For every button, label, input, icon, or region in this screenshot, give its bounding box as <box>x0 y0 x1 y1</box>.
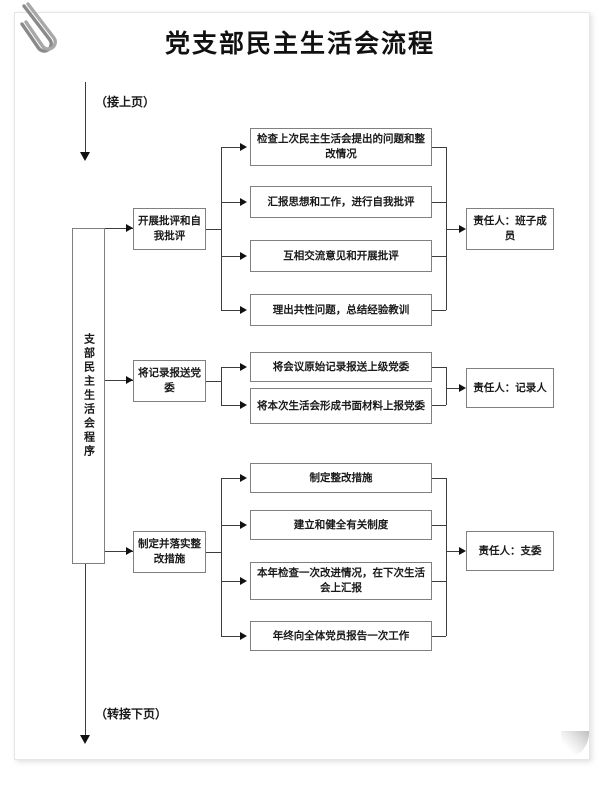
branch-spine-1 <box>221 147 222 310</box>
branch-arm-1-4 <box>221 310 243 311</box>
merge-arm-2-2 <box>432 405 446 406</box>
branch-arrowhead-2-1 <box>240 363 247 371</box>
owner-box-2[interactable]: 责任人：记录人 <box>466 368 554 408</box>
stage-box-2[interactable]: 将记录报送党委 <box>133 360 206 402</box>
top-connector-label: （接上页） <box>95 95 156 109</box>
merge-arm-1-2 <box>432 202 446 203</box>
merge-arrowhead-1 <box>459 225 466 233</box>
stage-box-3[interactable]: 制定并落实整改措施 <box>133 531 206 573</box>
branch-arm-3-4 <box>221 636 243 637</box>
spine-arrow-group-2 <box>126 376 133 384</box>
detail-box-3-4[interactable]: 年终向全体党员报告一次工作 <box>250 621 432 651</box>
branch-arm-2-2 <box>221 405 243 406</box>
branch-spine-2 <box>221 367 222 405</box>
bottom-connector-label: （转接下页） <box>95 707 168 721</box>
merge-stem-2 <box>446 388 464 389</box>
spine-stem-group-3 <box>105 551 133 552</box>
branch-arrowhead-3-1 <box>240 474 247 482</box>
detail-box-2-2[interactable]: 将本次生活会形成书面材料上报党委 <box>250 388 432 424</box>
branch-arrowhead-1-2 <box>240 198 247 206</box>
spine-arrow-group-1 <box>126 224 133 232</box>
bottom-connector-line <box>85 564 86 738</box>
detail-box-2-1[interactable]: 将会议原始记录报送上级党委 <box>250 352 432 382</box>
spine-label: 支部民主生活会程序 <box>82 333 95 459</box>
detail-box-3-2[interactable]: 建立和健全有关制度 <box>250 510 432 540</box>
merge-stem-3 <box>446 551 464 552</box>
branch-arrowhead-3-2 <box>240 521 247 529</box>
merge-arm-3-4 <box>432 636 446 637</box>
bottom-connector-arrowhead <box>80 735 90 744</box>
merge-spine-2 <box>446 367 447 405</box>
spine-stem-group-1 <box>105 228 133 229</box>
detail-box-3-1[interactable]: 制定整改措施 <box>250 463 432 493</box>
branch-stem-1 <box>206 229 221 230</box>
page-title: 党支部民主生活会流程 <box>164 31 435 58</box>
branch-arm-3-2 <box>221 525 243 526</box>
merge-arrowhead-2 <box>459 384 466 392</box>
merge-spine-3 <box>446 478 447 636</box>
spine-box: 支部民主生活会程序 <box>72 228 105 564</box>
detail-box-1-4[interactable]: 理出共性问题，总结经验教训 <box>250 294 432 326</box>
paperclip-icon <box>20 2 57 53</box>
branch-arrowhead-3-3 <box>240 577 247 585</box>
spine-arrow-group-3 <box>126 547 133 555</box>
owner-box-3[interactable]: 责任人：支委 <box>466 531 554 571</box>
merge-arm-1-1 <box>432 147 446 148</box>
merge-arm-3-2 <box>432 525 446 526</box>
branch-arrowhead-2-2 <box>240 401 247 409</box>
detail-box-1-1[interactable]: 检查上次民主生活会提出的问题和整改情况 <box>250 128 432 166</box>
merge-arrowhead-3 <box>459 547 466 555</box>
stage-box-1[interactable]: 开展批评和自我批评 <box>133 208 206 250</box>
branch-arrowhead-3-4 <box>240 632 247 640</box>
merge-arm-1-4 <box>432 310 446 311</box>
branch-stem-2 <box>206 381 221 382</box>
branch-arrowhead-1-4 <box>240 306 247 314</box>
detail-box-1-2[interactable]: 汇报思想和工作，进行自我批评 <box>250 186 432 218</box>
top-connector-arrowhead <box>80 152 90 161</box>
detail-box-1-3[interactable]: 互相交流意见和开展批评 <box>250 240 432 272</box>
merge-stem-1 <box>446 229 464 230</box>
top-connector-line <box>85 82 86 154</box>
branch-stem-3 <box>206 552 221 553</box>
branch-arm-1-1 <box>221 147 243 148</box>
branch-arm-3-1 <box>221 478 243 479</box>
merge-arm-1-3 <box>432 256 446 257</box>
branch-arm-3-3 <box>221 581 243 582</box>
branch-arrowhead-1-3 <box>240 252 247 260</box>
page-curl-corner-icon <box>561 731 589 759</box>
branch-arm-2-1 <box>221 367 243 368</box>
branch-spine-3 <box>221 478 222 636</box>
branch-arm-1-2 <box>221 202 243 203</box>
merge-arm-2-1 <box>432 367 446 368</box>
spine-stem-group-2 <box>105 380 133 381</box>
merge-arm-3-3 <box>432 581 446 582</box>
merge-spine-1 <box>446 147 447 310</box>
branch-arrowhead-1-1 <box>240 143 247 151</box>
merge-arm-3-1 <box>432 478 446 479</box>
branch-arm-1-3 <box>221 256 243 257</box>
detail-box-3-3[interactable]: 本年检查一次改进情况，在下次生活会上汇报 <box>250 562 432 600</box>
owner-box-1[interactable]: 责任人：班子成员 <box>466 208 554 250</box>
